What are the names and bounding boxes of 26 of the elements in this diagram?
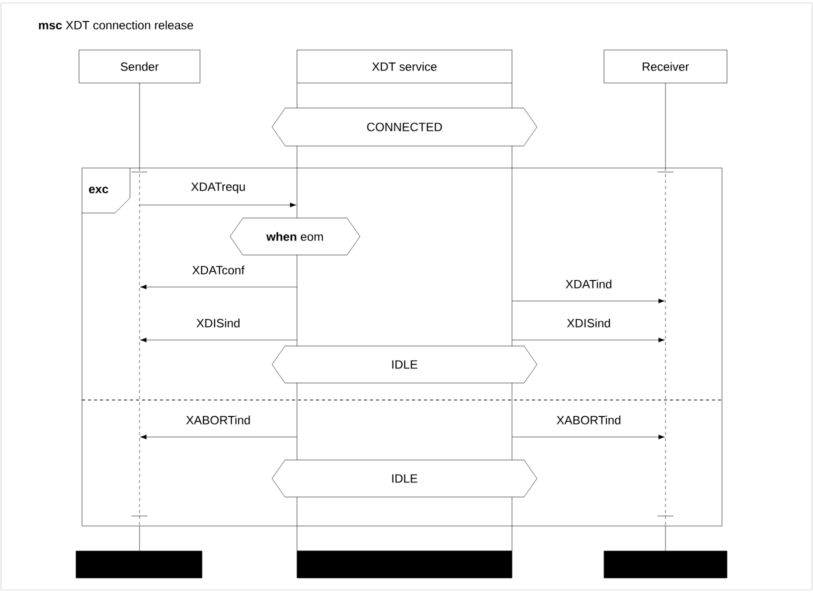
instance-box: Receiver [604,50,728,84]
message-label: XDATconf [191,264,246,276]
message-arrow [140,434,146,440]
message-arrow [140,284,146,290]
lifeline [139,82,140,552]
condition-hexagon: when eom [230,218,360,256]
message-label: XDATind [564,278,614,290]
instance-end-bar [76,550,202,578]
message-arrow [290,202,296,208]
message-label: XABORTind [555,414,622,426]
message-label: XABORTind [184,414,252,426]
instance-end-bar [604,550,728,578]
message-label: XDATrequ [190,182,247,194]
message-arrow [140,338,146,342]
lifeline [665,82,666,552]
condition-hexagon: IDLE [272,460,538,498]
message-label: XDISind [566,318,612,328]
instance-end-bar [296,550,512,578]
message-label: XDISind [195,318,242,328]
diagram-title: msc XDT connection release [39,20,194,30]
message-arrow [658,434,665,440]
condition-hexagon: IDLE [272,346,538,384]
message-arrow [658,298,665,304]
message-arrow [658,338,665,342]
condition-hexagon: CONNECTED [272,108,538,146]
instance-box: Sender [78,50,200,84]
